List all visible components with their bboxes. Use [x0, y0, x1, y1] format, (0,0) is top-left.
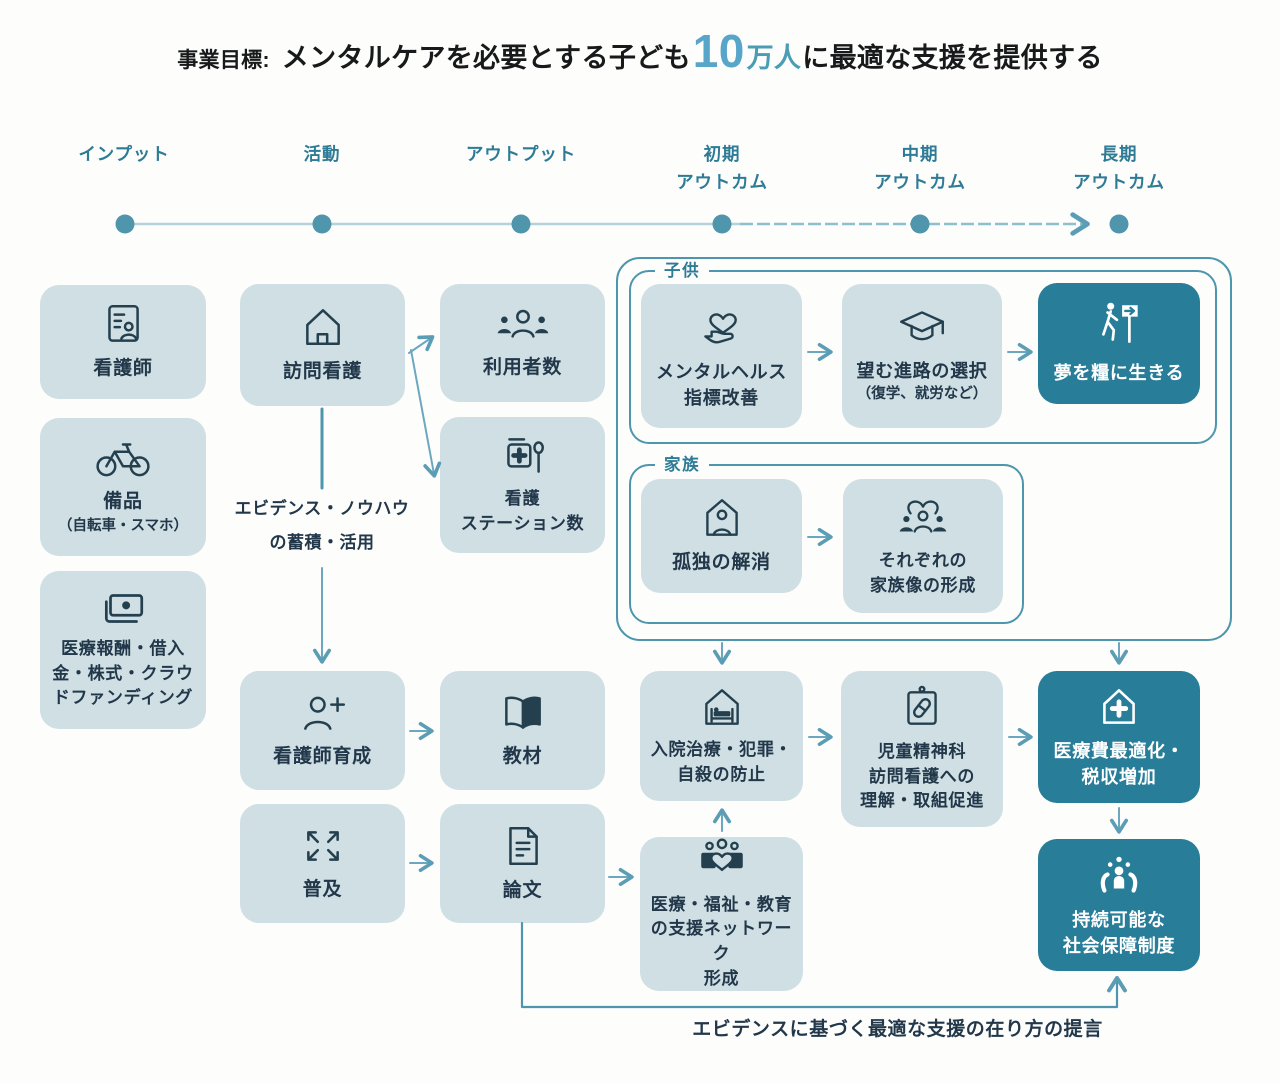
input-box-funding: 医療報酬・借入 金・株式・クラウ ドファンディング: [40, 571, 206, 729]
open-book-icon: [497, 691, 549, 735]
feedback-line-papers-to-social-security: [520, 921, 1127, 1009]
title-highlight-unit: 万人: [746, 43, 802, 73]
house-plus-icon: [1094, 684, 1144, 730]
column-header-output: アウトプット: [465, 144, 577, 164]
evidence-proposal-note: エビデンスに基づく最適な支援の在り方の提言: [692, 1019, 1103, 1040]
walking-person-signpost-icon: [1092, 300, 1146, 352]
output-box-papers: 論文: [440, 804, 605, 923]
clipboard-pill-icon: [898, 684, 946, 732]
timeline-dots: [115, 214, 1129, 234]
evidence-knowhow-note: エビデンス・ノウハウ の蓄積・活用: [234, 499, 410, 552]
box-label: メンタルヘルス 指標改善: [655, 361, 788, 408]
arrow-visiting-to-stations: [410, 349, 442, 478]
first-aid-station-icon: [497, 433, 549, 479]
hospital-bed-house-icon: [697, 684, 747, 730]
column-header-activity: 活動: [303, 144, 341, 164]
box-sublabel: （復学、就労など）: [856, 386, 988, 403]
bicycle-icon: [94, 436, 152, 480]
outcome-outer-group: [616, 257, 1232, 641]
house-icon: [299, 304, 347, 350]
title-main-before: メンタルケアを必要とする子ども: [281, 43, 691, 73]
column-header-long-outcome: 長期 アウトカム: [1073, 144, 1165, 192]
box-label: 入院治療・犯罪・ 自殺の防止: [650, 740, 793, 784]
early-outcome-box-loneliness: 孤独の解消: [641, 479, 802, 593]
timeline: [115, 212, 1129, 236]
graduation-cap-icon: [895, 306, 949, 350]
output-box-teaching-materials: 教材: [440, 671, 605, 790]
output-box-stations-count: 看護 ステーション数: [440, 417, 605, 553]
box-label: 医療報酬・借入 金・株式・クラウ ドファンディング: [52, 639, 194, 708]
long-outcome-box-medical-cost: 医療費最適化・ 税収増加: [1038, 671, 1200, 803]
box-label: 医療費最適化・ 税収増加: [1053, 740, 1185, 787]
title-prefix: 事業目標:: [177, 49, 270, 72]
person-plus-icon: [297, 691, 349, 735]
arrow-visiting-to-users: [408, 335, 435, 354]
box-label: 訪問看護: [282, 361, 363, 383]
box-label: 看護 ステーション数: [460, 489, 585, 533]
page-title: 事業目標: メンタルケアを必要とする子ども 10 万人 に最適な支援を提供する: [0, 28, 1280, 92]
title-highlight-number: 10: [692, 25, 745, 77]
column-header-mid-outcome: 中期 アウトカム: [874, 144, 966, 192]
expand-arrows-icon: [300, 824, 346, 868]
box-label: 論文: [502, 879, 543, 901]
column-header-input: インプット: [78, 144, 170, 164]
box-label: 備品: [103, 491, 143, 513]
mid-outcome-box-family-vision: それぞれの 家族像の形成: [843, 479, 1003, 613]
mid-outcome-box-understanding: 児童精神科 訪問看護への 理解・取組促進: [841, 671, 1003, 827]
box-label: 普及: [302, 878, 343, 900]
family-heart-icon: [895, 493, 951, 541]
box-label: 望む進路の選択: [856, 361, 988, 382]
input-box-equipment: 備品 （自転車・スマホ）: [40, 418, 206, 556]
banknote-icon: [98, 589, 148, 629]
output-box-users-count: 利用者数: [440, 284, 605, 402]
heart-in-hand-icon: [695, 301, 749, 351]
box-label: 看護師: [93, 358, 153, 380]
children-group-label: 子供: [655, 259, 710, 283]
title-main-after: に最適な支援を提供する: [802, 43, 1103, 73]
family-group-label: 家族: [655, 453, 710, 477]
activity-box-visiting-nursing: 訪問看護: [240, 284, 405, 406]
early-outcome-box-mental-health: メンタルヘルス 指標改善: [641, 284, 802, 428]
long-outcome-box-dream: 夢を糧に生きる: [1038, 283, 1200, 404]
id-badge-icon: [98, 301, 148, 347]
box-sublabel: （自転車・スマホ）: [57, 517, 189, 534]
activity-box-nurse-training: 看護師育成: [240, 671, 405, 790]
children-group: 子供: [629, 259, 1217, 444]
people-group-icon: [494, 304, 552, 346]
box-label: 児童精神科 訪問看護への 理解・取組促進: [860, 742, 984, 811]
person-in-house-icon: [698, 495, 746, 541]
long-outcome-box-social-security: 持続可能な 社会保障制度: [1038, 839, 1200, 971]
box-label: それぞれの 家族像の形成: [869, 551, 977, 595]
people-heart-icon: [695, 837, 749, 885]
box-label: 利用者数: [482, 357, 563, 379]
box-label: 孤独の解消: [672, 552, 771, 574]
box-label: 教材: [502, 745, 543, 767]
early-outcome-box-network: 医療・福祉・教育 の支援ネットワーク 形成: [640, 837, 803, 991]
box-label: 医療・福祉・教育 の支援ネットワーク 形成: [650, 894, 793, 988]
input-box-nurse: 看護師: [40, 285, 206, 399]
mid-outcome-box-career-choice: 望む進路の選択 （復学、就労など）: [842, 284, 1002, 428]
box-label: 夢を糧に生きる: [1053, 363, 1185, 384]
community-hands-icon: [1093, 851, 1145, 899]
family-group: 家族: [629, 453, 1024, 624]
activity-box-dissemination: 普及: [240, 804, 405, 923]
box-label: 持続可能な 社会保障制度: [1062, 909, 1176, 956]
column-header-early-outcome: 初期 アウトカム: [676, 144, 768, 192]
early-outcome-box-prevention: 入院治療・犯罪・ 自殺の防止: [640, 671, 803, 801]
box-label: 看護師育成: [273, 745, 372, 767]
document-icon: [500, 823, 546, 869]
